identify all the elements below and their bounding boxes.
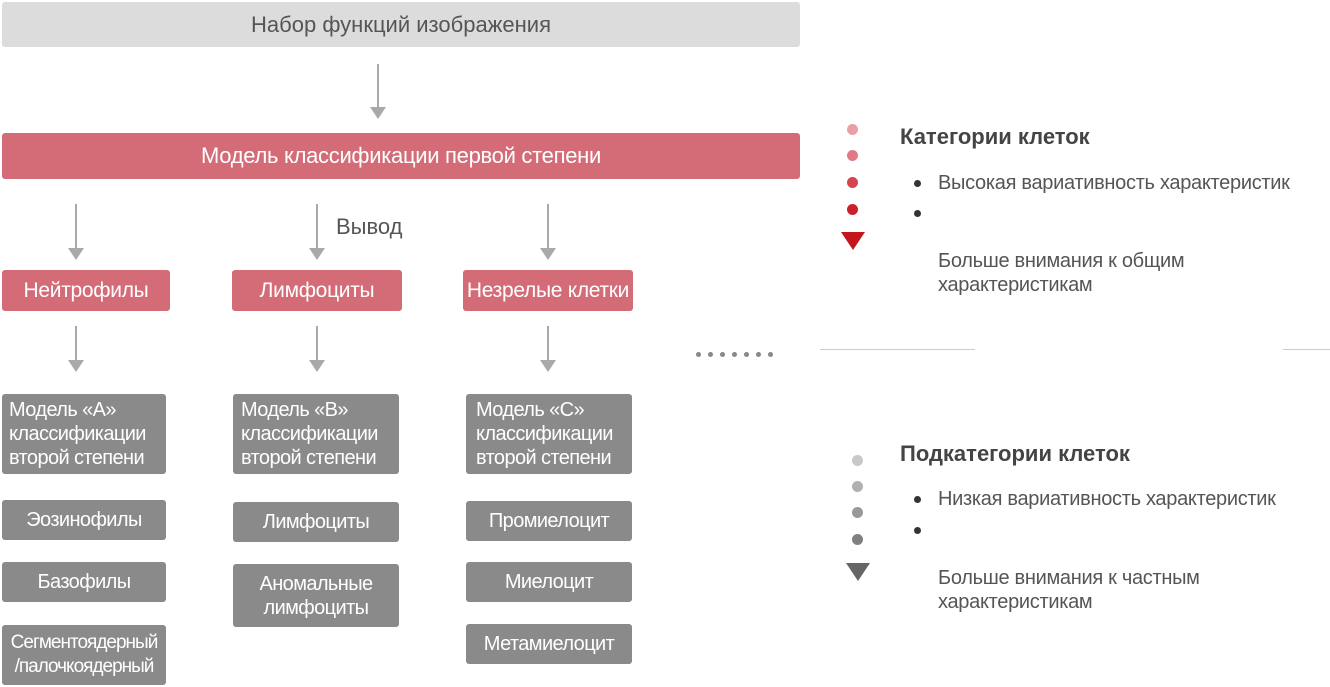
ellipsis-dots — [696, 352, 776, 358]
gradient-dot — [852, 507, 863, 518]
arrow-down-icon — [309, 204, 325, 260]
legend-bullet: Больше внимания к частным характеристика… — [914, 518, 1200, 614]
gradient-dot — [852, 455, 863, 466]
arrow-down-icon — [68, 204, 84, 260]
bullet-dot-icon — [914, 496, 921, 503]
subcategory-eosinophils: Эозинофилы — [2, 500, 166, 540]
arrow-down-icon — [540, 326, 556, 372]
legend-bullet: Больше внимания к общим характеристикам — [914, 201, 1185, 297]
legend-subcategories-title: Подкатегории клеток — [900, 441, 1130, 466]
subcategory-metamyelocyte: Метамиелоцит — [466, 624, 632, 664]
arrow-down-icon — [540, 204, 556, 260]
gradient-dot — [847, 150, 858, 161]
category-lymphocytes: Лимфоциты — [232, 270, 402, 311]
gradient-dot — [847, 177, 858, 188]
second-level-model-a: Модель «A» классификации второй степени — [2, 394, 166, 474]
bullet-dot-icon — [914, 527, 921, 534]
separator-line — [820, 349, 975, 350]
legend-bullet: Низкая вариативность характеристик — [914, 487, 1276, 511]
subcategory-promyelocyte: Промиелоцит — [466, 501, 632, 541]
gradient-dot — [847, 204, 858, 215]
feature-set-box: Набор функций изображения — [2, 2, 800, 47]
subcategory-myelocyte: Миелоцит — [466, 562, 632, 602]
gradient-dot — [847, 124, 858, 135]
gradient-dot — [852, 534, 863, 545]
second-level-model-c: Модель «C» классификации второй степени — [466, 394, 632, 474]
category-neutrophils: Нейтрофилы — [2, 270, 170, 311]
subcategory-basophils: Базофилы — [2, 562, 166, 602]
subcategory-lymphocytes: Лимфоциты — [233, 502, 399, 542]
gradient-dot — [852, 481, 863, 492]
legend-categories-title: Категории клеток — [900, 124, 1090, 149]
triangle-down-icon — [846, 563, 870, 581]
subcategory-segmented-band: Сегментоядерный /палочкоядерный — [2, 625, 166, 685]
output-label: Вывод — [336, 214, 403, 239]
subcategory-abnormal-lymphocytes: Аномальные лимфоциты — [233, 564, 399, 627]
separator-line — [1283, 349, 1330, 350]
category-immature-cells: Незрелые клетки — [463, 270, 633, 311]
first-level-model-box: Модель классификации первой степени — [2, 133, 800, 179]
arrow-down-icon — [68, 326, 84, 372]
second-level-model-b: Модель «B» классификации второй степени — [233, 394, 399, 474]
arrow-down-icon — [309, 326, 325, 372]
arrow-down-icon — [370, 64, 386, 119]
bullet-dot-icon — [914, 210, 921, 217]
triangle-down-icon — [841, 232, 865, 250]
bullet-dot-icon — [914, 180, 921, 187]
legend-bullet: Высокая вариативность характеристик — [914, 171, 1290, 195]
